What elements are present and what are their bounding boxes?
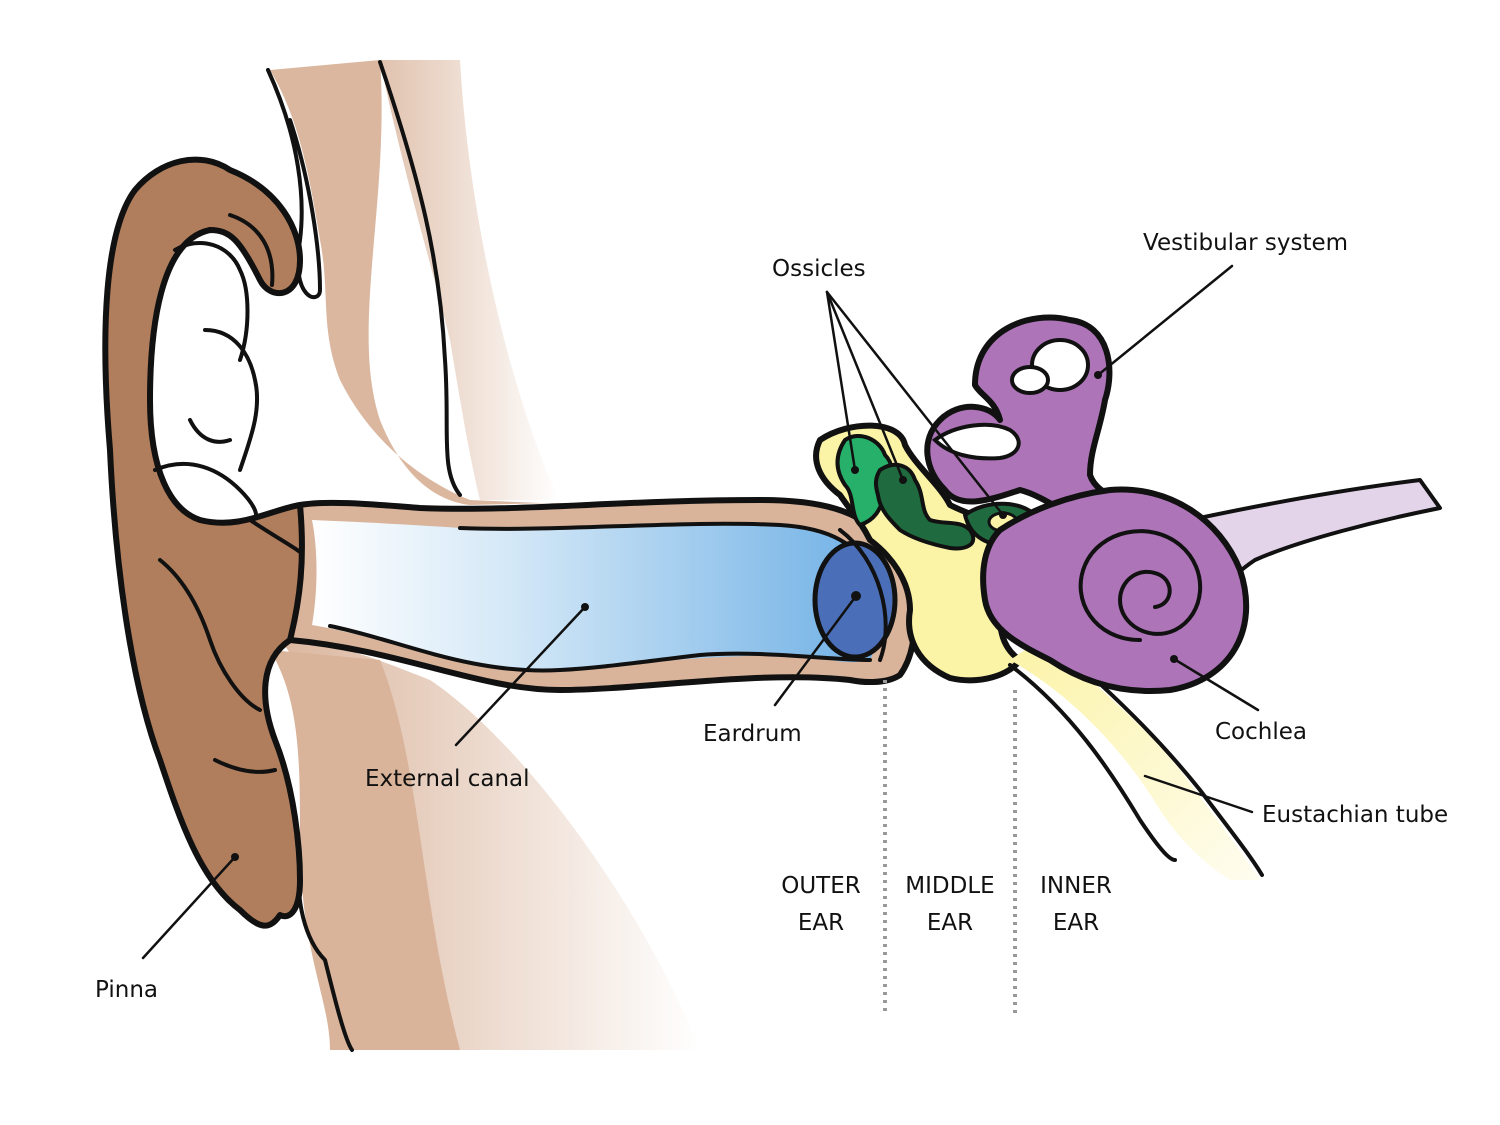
head-outline-back bbox=[378, 60, 462, 497]
label-pinna: Pinna bbox=[95, 977, 158, 1003]
head-skin bbox=[270, 60, 820, 1050]
region-inner-line1: INNER bbox=[1040, 873, 1112, 899]
label-vestibular-system: Vestibular system bbox=[1143, 230, 1348, 256]
region-middle-line1: MIDDLE bbox=[905, 873, 994, 899]
region-inner-line2: EAR bbox=[1053, 910, 1099, 936]
label-eustachian-tube: Eustachian tube bbox=[1262, 802, 1448, 828]
inner-ear bbox=[924, 314, 1250, 694]
region-outer-line1: OUTER bbox=[781, 873, 861, 899]
head-outline-upper bbox=[266, 68, 322, 300]
region-outer-line2: EAR bbox=[798, 910, 844, 936]
ossicles bbox=[835, 434, 1041, 551]
pinna bbox=[102, 156, 323, 929]
label-ossicles: Ossicles bbox=[772, 256, 866, 282]
leader-lines bbox=[141, 264, 1260, 960]
region-middle-line2: EAR bbox=[927, 910, 973, 936]
label-cochlea: Cochlea bbox=[1215, 719, 1307, 745]
label-external-canal: External canal bbox=[365, 766, 530, 792]
label-eardrum: Eardrum bbox=[703, 721, 802, 747]
auditory-nerve bbox=[1188, 478, 1442, 592]
